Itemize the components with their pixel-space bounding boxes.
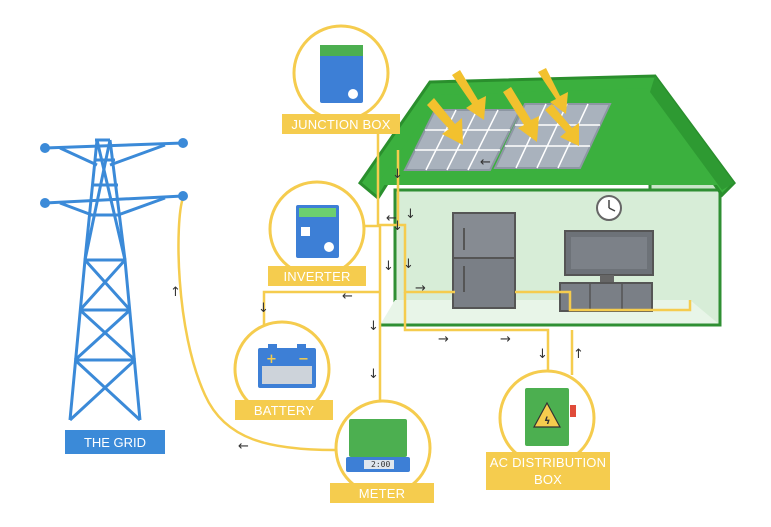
svg-text:←: ← <box>342 289 353 304</box>
ac-label-line2: BOX <box>533 472 563 487</box>
transmission-tower-icon <box>44 138 184 422</box>
meter-icon <box>334 399 432 497</box>
svg-text:→: → <box>415 281 426 296</box>
junction-box-label: JUNCTION BOX <box>282 114 400 134</box>
svg-text:↓: ↓ <box>258 301 269 316</box>
ac-label-line1: AC DISTRIBUTION <box>489 455 607 470</box>
svg-text:↓: ↓ <box>403 257 414 272</box>
tv-icon <box>559 230 654 312</box>
clock-icon <box>596 195 622 221</box>
wiring <box>177 126 692 452</box>
svg-text:ϟ: ϟ <box>544 416 551 427</box>
svg-text:−: − <box>298 352 309 367</box>
svg-text:↓: ↓ <box>368 367 379 382</box>
flow-arrows: ↓ ← ↓ ← ↓ ↓ ↓ → ← ↓ ↓ ↓ → → ↓ ↑ ↑ ← <box>170 155 584 454</box>
svg-text:←: ← <box>480 155 491 170</box>
inverter-label: INVERTER <box>268 266 366 286</box>
svg-text:↓: ↓ <box>368 319 379 334</box>
junction-box-icon <box>292 24 390 122</box>
sunlight-arrows <box>427 68 579 146</box>
svg-text:↓: ↓ <box>383 259 394 274</box>
svg-text:↑: ↑ <box>573 347 584 362</box>
meter-display: 2:00 <box>371 460 390 469</box>
grid-label: THE GRID <box>65 430 165 454</box>
svg-text:↓: ↓ <box>392 219 403 234</box>
meter-label: METER <box>330 483 434 503</box>
svg-text:+: + <box>266 352 277 367</box>
fridge-icon <box>452 212 516 309</box>
ac-distribution-box-icon: ϟ <box>498 369 596 467</box>
svg-text:↓: ↓ <box>392 167 403 182</box>
svg-text:←: ← <box>386 211 397 226</box>
inverter-icon <box>268 180 366 278</box>
solar-panel-icon <box>403 103 612 171</box>
svg-text:→: → <box>500 332 511 347</box>
ac-distribution-box-label: AC DISTRIBUTION BOX <box>486 452 610 490</box>
svg-text:←: ← <box>238 439 249 454</box>
battery-label: BATTERY <box>235 400 333 420</box>
svg-text:↑: ↑ <box>170 285 181 300</box>
svg-text:↓: ↓ <box>405 207 416 222</box>
svg-text:↓: ↓ <box>537 347 548 362</box>
svg-text:→: → <box>438 332 449 347</box>
